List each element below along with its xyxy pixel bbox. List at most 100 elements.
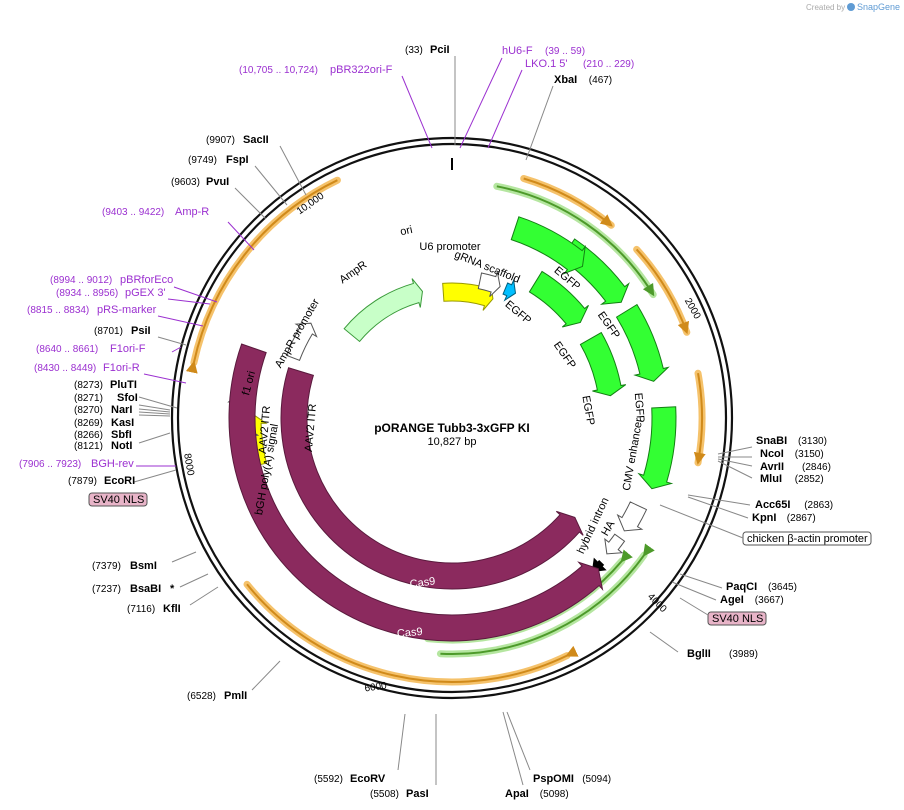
enzyme-position: (3989) xyxy=(729,649,758,660)
enzyme-name: SfoI xyxy=(117,392,138,404)
feature-egfp xyxy=(528,270,589,328)
enzyme-site[interactable]: (7237)BsaBI* xyxy=(92,583,175,595)
enzyme-site[interactable]: (8273)PluTI xyxy=(74,379,137,391)
enzyme-site[interactable]: (7379)BsmI xyxy=(92,560,157,572)
primer-leader xyxy=(401,75,433,149)
feature-label: EGFP xyxy=(579,395,596,427)
enzyme-site[interactable]: (8269)KasI xyxy=(74,417,134,429)
enzyme-leader xyxy=(506,711,531,771)
enzyme-site[interactable]: (8270)NarI xyxy=(74,404,132,416)
feature-egfp xyxy=(579,331,627,397)
primer-site[interactable]: (8994 .. 9012)pBRforEco xyxy=(50,274,173,286)
primer-site[interactable]: (8430 .. 8449)F1ori-R xyxy=(34,362,140,374)
primer-site[interactable]: (8934 .. 8956)pGEX 3' xyxy=(56,287,166,299)
primer-site[interactable]: (9403 .. 9422)Amp-R xyxy=(102,206,209,218)
enzyme-name: PsiI xyxy=(131,325,151,337)
enzyme-site[interactable]: (8121) NotI xyxy=(74,440,132,452)
enzyme-name: SacII xyxy=(243,134,269,146)
enzyme-site[interactable]: (9907)SacII xyxy=(206,134,269,146)
enzyme-site[interactable]: XbaI(467) xyxy=(554,74,612,86)
enzyme-position: (3150) xyxy=(795,449,824,460)
enzyme-site[interactable]: (5592)EcoRV xyxy=(314,773,386,785)
enzyme-leader xyxy=(717,460,753,479)
enzyme-site[interactable]: (8701)PsiI xyxy=(94,325,151,337)
primer-leader xyxy=(171,346,182,353)
plasmid-length: 10,827 bp xyxy=(428,436,477,448)
enzyme-site[interactable]: ApaI(5098) xyxy=(505,788,569,800)
enzyme-position: (9603) xyxy=(171,177,200,188)
boxed-leader xyxy=(659,504,744,539)
enzyme-name: AgeI xyxy=(720,594,744,606)
enzyme-site[interactable]: Acc65I(2863) xyxy=(755,499,833,511)
enzyme-leader xyxy=(234,187,267,220)
primer-arc xyxy=(185,179,338,374)
enzyme-leader xyxy=(687,494,751,506)
enzyme-position: (9749) xyxy=(188,155,217,166)
enzyme-site[interactable]: PspOMI(5094) xyxy=(533,773,611,785)
enzyme-leader xyxy=(179,573,209,588)
enzyme-site[interactable]: MluI(2852) xyxy=(760,473,824,485)
enzyme-leader xyxy=(649,631,679,653)
enzyme-name: KpnI xyxy=(752,512,776,524)
primer-site[interactable]: (210 .. 229)LKO.1 5' xyxy=(525,58,634,70)
enzyme-position: (8273) xyxy=(74,380,103,391)
enzyme-position: (8266) xyxy=(74,430,103,441)
enzyme-site[interactable]: (7879)EcoRI xyxy=(68,475,135,487)
enzyme-site[interactable]: PaqCI(3645) xyxy=(726,581,797,593)
enzyme-site[interactable]: NcoI (3150) xyxy=(760,448,824,460)
enzyme-leader xyxy=(171,551,197,563)
enzyme-site[interactable]: KpnI(2867) xyxy=(752,512,816,524)
enzyme-leader xyxy=(157,336,187,346)
primer-site[interactable]: (8815 .. 8834)pRS-marker xyxy=(27,304,157,316)
feature-label: EGFP xyxy=(503,298,534,326)
enzyme-site[interactable]: (5508)PasI xyxy=(370,788,429,800)
enzyme-leader xyxy=(397,713,406,771)
feature-label: Cas9 xyxy=(409,575,436,590)
enzyme-name: PasI xyxy=(406,788,429,800)
enzyme-site[interactable]: (8271) SfoI xyxy=(74,392,138,404)
created-by-text: Created by xyxy=(806,3,845,12)
enzyme-site[interactable]: BglII (3989) xyxy=(687,648,758,660)
tick-label: 4000 xyxy=(645,591,669,615)
enzyme-leader xyxy=(671,581,717,601)
enzyme-site[interactable]: (9603)PvuI xyxy=(171,176,229,188)
enzyme-site[interactable]: AvrII(2846) xyxy=(760,461,831,473)
feature-grna-scaffold xyxy=(502,278,517,302)
primer-site[interactable]: (7906 .. 7923)BGH-rev xyxy=(19,458,134,470)
enzyme-site[interactable]: (33)PciI xyxy=(405,44,450,56)
enzyme-position: (8271) xyxy=(74,393,103,404)
primer-name: Amp-R xyxy=(175,206,209,218)
feature-label: AAV2 ITR xyxy=(257,405,273,454)
enzyme-site[interactable]: SnaBI(3130) xyxy=(756,435,827,447)
enzyme-leader xyxy=(279,145,307,196)
enzyme-site[interactable]: (7116)KflI xyxy=(127,603,181,615)
enzyme-site[interactable]: AgeI(3667) xyxy=(720,594,784,606)
enzyme-position: (8121) xyxy=(74,441,103,452)
enzyme-site[interactable]: (9749)FspI xyxy=(188,154,249,166)
enzyme-position: (2846) xyxy=(802,462,831,473)
feature-u6-promoter xyxy=(477,271,501,298)
feature-ampr-promoter xyxy=(285,322,318,361)
enzyme-position: (2863) xyxy=(804,500,833,511)
primer-site[interactable]: (8640 .. 8661)F1ori-F xyxy=(36,343,146,355)
enzyme-name: BglII xyxy=(687,648,711,660)
enzyme-name: XbaI xyxy=(554,74,577,86)
enzyme-position: (5098) xyxy=(540,789,569,800)
boxed-label-frame xyxy=(707,611,767,626)
plasmid-title: pORANGE Tubb3-3xGFP KI xyxy=(374,421,530,435)
enzyme-name: NotI xyxy=(111,440,132,452)
enzyme-site[interactable]: (6528)PmlI xyxy=(187,690,247,702)
enzyme-name: NarI xyxy=(111,404,132,416)
primer-site[interactable]: (39 .. 59)hU6-F xyxy=(502,45,585,57)
enzyme-leader xyxy=(254,165,288,206)
primer-site[interactable]: (10,705 .. 10,724)pBR322ori-F xyxy=(239,64,393,76)
enzyme-leader xyxy=(138,411,171,415)
primer-range: (39 .. 59) xyxy=(545,46,585,57)
enzyme-name: NcoI xyxy=(760,448,784,460)
enzyme-site[interactable]: (8266)SbfI xyxy=(74,429,132,441)
enzyme-position: (7116) xyxy=(127,604,155,615)
enzyme-position: (8269) xyxy=(74,418,103,429)
primer-arc xyxy=(635,248,690,335)
